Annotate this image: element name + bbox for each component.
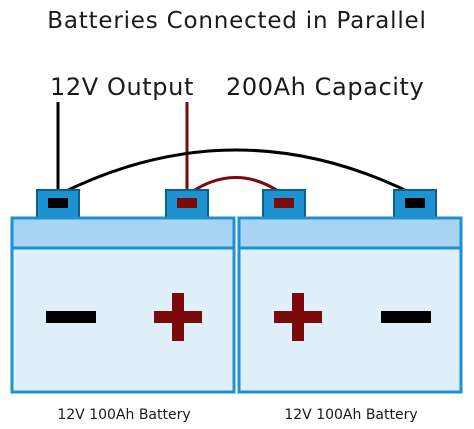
output-label: 12V Output bbox=[50, 73, 194, 101]
minus-sign-icon bbox=[381, 311, 431, 323]
positive-parallel-wire bbox=[186, 176, 285, 197]
battery-2-positive-terminal bbox=[262, 189, 306, 221]
diagram-title: Batteries Connected in Parallel bbox=[47, 8, 426, 34]
plus-sign-icon bbox=[274, 293, 322, 341]
battery-1-lid bbox=[10, 216, 236, 250]
plus-sign-icon bbox=[154, 293, 202, 341]
battery-2-caption: 12V 100Ah Battery bbox=[284, 407, 417, 423]
battery-2-lid bbox=[237, 216, 463, 250]
negative-parallel-wire bbox=[57, 148, 416, 197]
minus-sign-icon bbox=[46, 311, 96, 323]
battery-1-positive-terminal bbox=[165, 189, 209, 221]
capacity-label: 200Ah Capacity bbox=[226, 73, 424, 101]
battery-2-negative-terminal bbox=[393, 189, 437, 221]
battery-1-caption: 12V 100Ah Battery bbox=[57, 407, 190, 423]
battery-1-negative-terminal bbox=[36, 189, 80, 221]
battery-2: 12V 100Ah Battery bbox=[237, 189, 463, 423]
battery-1: 12V 100Ah Battery bbox=[10, 189, 236, 423]
